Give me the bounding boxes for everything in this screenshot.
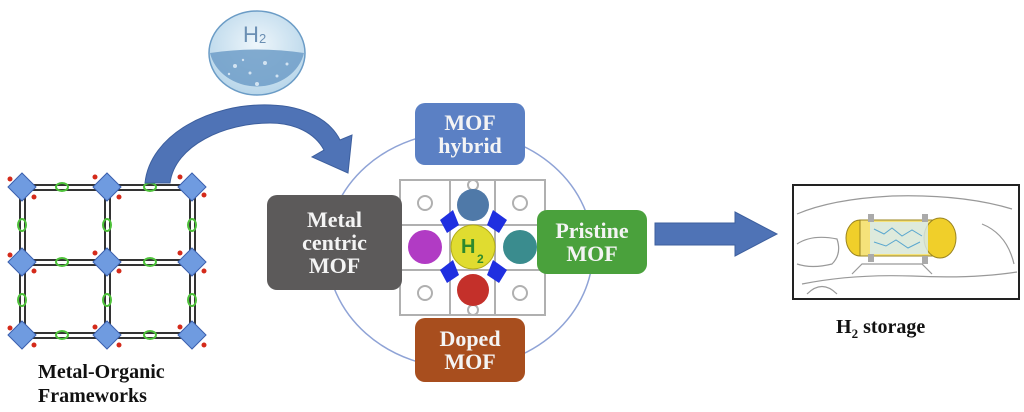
center-h2-label: H: [461, 236, 475, 258]
h2-bubble-sub: 2: [259, 31, 266, 46]
pristine-line-2: MOF: [566, 241, 618, 266]
category-mof-hybrid: MOF hybrid: [415, 103, 525, 165]
car-outline: [796, 195, 1018, 295]
h2-bubble-label: H: [243, 22, 259, 47]
h2-bubble-icon: H 2: [208, 10, 306, 96]
sphere-teal: [503, 230, 537, 264]
category-pristine-mof: Pristine MOF: [537, 210, 647, 274]
mof-hybrid-line-2: hybrid: [438, 133, 502, 158]
right-arrow-icon: [654, 211, 779, 257]
sphere-magenta: [408, 230, 442, 264]
sphere-red: [457, 274, 489, 306]
storage-caption-sub: 2: [851, 326, 859, 341]
storage-caption-main: H: [836, 316, 852, 338]
central-mof-illustration: H 2: [399, 179, 546, 316]
storage-caption: H2 storage: [836, 316, 925, 342]
category-doped-mof: Doped MOF: [415, 318, 525, 382]
storage-caption-rest: storage: [858, 316, 926, 338]
central-metal-nodes: [440, 210, 507, 283]
car-h2-tank-illustration: [792, 184, 1020, 300]
metal-centric-line-1: Metal: [307, 206, 362, 232]
mof-caption-line-1: Metal-Organic: [38, 361, 165, 383]
metal-centric-line-2: centric: [302, 229, 367, 255]
mof-oxygen-atoms: [7, 174, 207, 348]
mof-caption-line-2: Frameworks: [38, 385, 147, 407]
sphere-blue: [457, 189, 489, 221]
center-h2-sub: 2: [477, 252, 484, 266]
mof-hybrid-line-1: MOF: [444, 109, 496, 135]
doped-line-2: MOF: [444, 349, 496, 374]
h2-tank: [845, 214, 957, 264]
sphere-h2-yellow: [450, 224, 496, 270]
mof-linkers: [17, 182, 197, 340]
curved-arrow-icon: [144, 104, 353, 184]
mof-caption: Metal-Organic Frameworks: [38, 360, 165, 408]
mof-metal-nodes: [7, 172, 207, 350]
mof-structure-illustration: [7, 172, 207, 350]
doped-line-1: Doped: [439, 325, 501, 351]
category-metal-centric-mof: Metal centric MOF: [267, 195, 402, 290]
pristine-line-1: Pristine: [555, 217, 629, 243]
metal-centric-line-3: MOF: [308, 253, 361, 279]
